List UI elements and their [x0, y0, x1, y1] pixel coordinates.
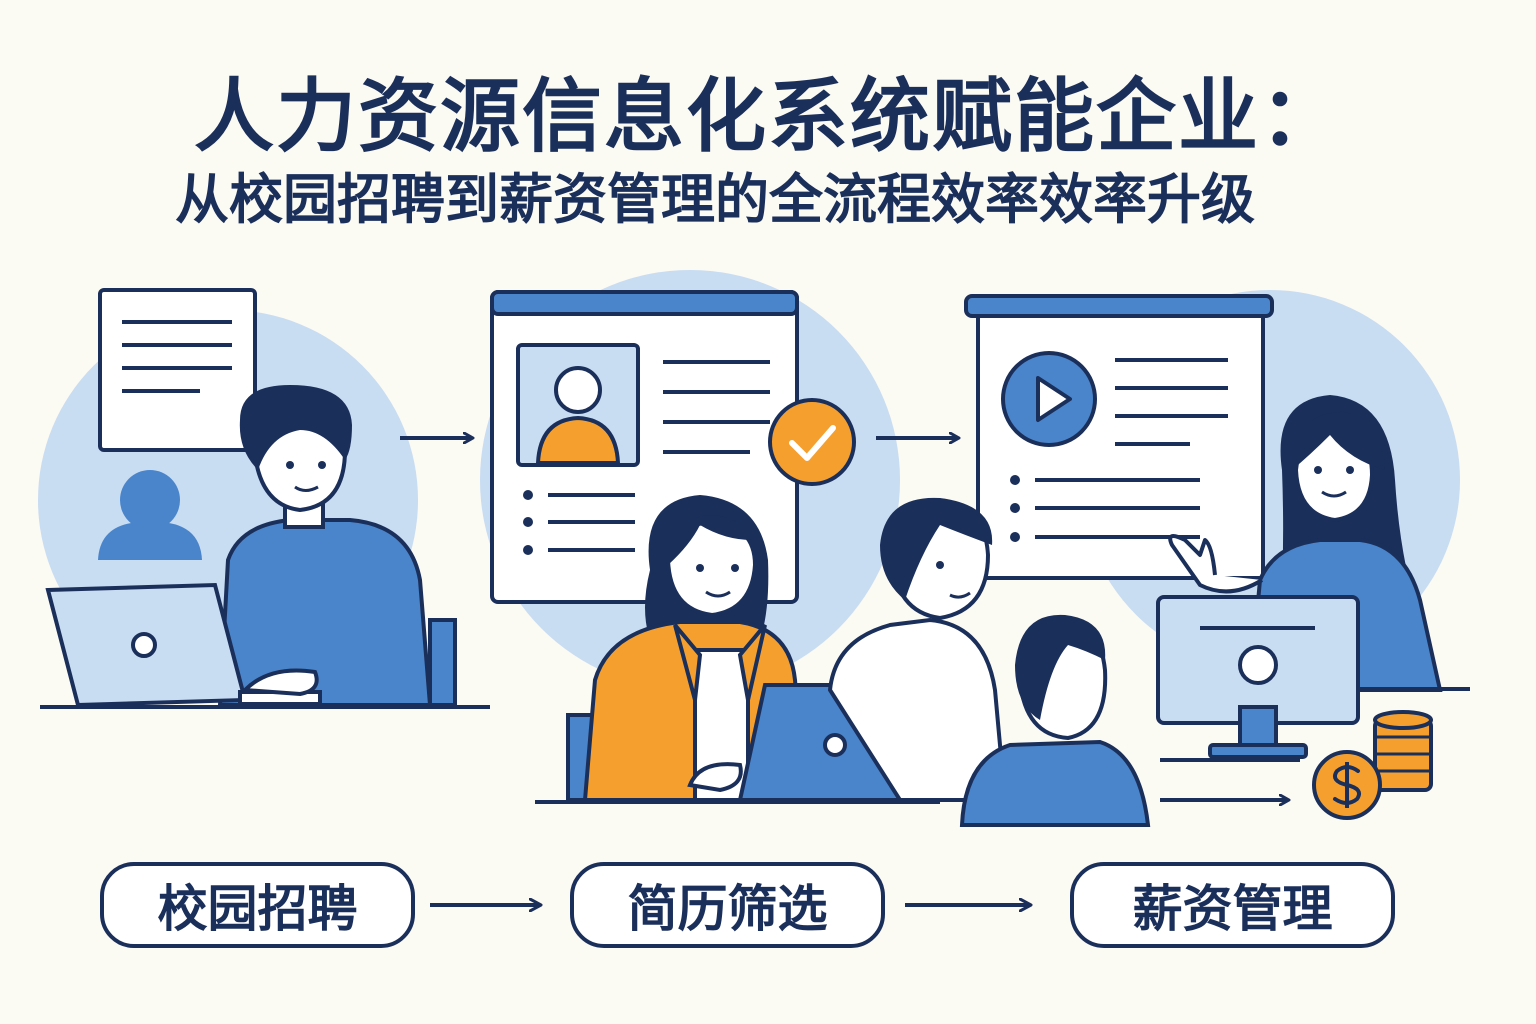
step-resume-screening: 简历筛选: [570, 862, 885, 948]
man-in-white-shirt: [827, 497, 1008, 802]
step-campus-recruiting: 校园招聘: [100, 862, 415, 948]
checkmark-badge-icon: [768, 398, 856, 486]
dollar-coin-icon: [1312, 750, 1382, 820]
page-title: 人力资源信息化系统赋能企业：: [194, 70, 1342, 163]
user-silhouette-icon: [98, 470, 202, 560]
page-subtitle: 从校园招聘到薪资管理的全流程效率效率升级: [175, 168, 1255, 231]
man-in-blue-shirt: [959, 614, 1151, 827]
man-with-laptop: [217, 385, 457, 707]
play-video-icon: [1001, 351, 1097, 447]
coin-stack-icon: [1373, 710, 1433, 792]
step-salary-management: 薪资管理: [1070, 862, 1395, 948]
monitor-icon: [1156, 595, 1360, 759]
laptop-icon: [45, 582, 322, 708]
document-icon: [98, 288, 257, 452]
